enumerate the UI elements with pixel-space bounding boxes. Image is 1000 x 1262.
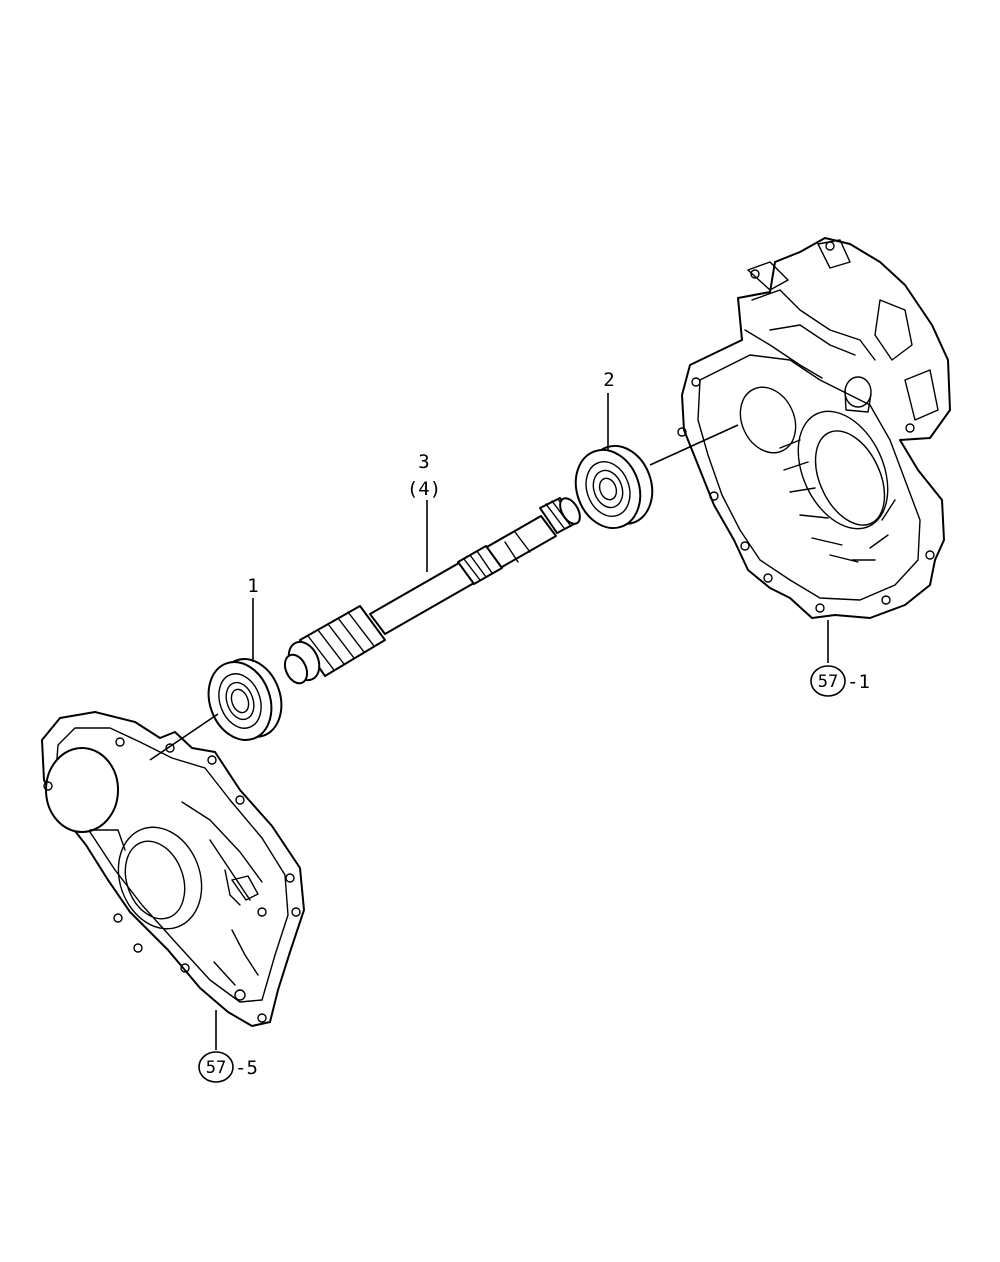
bearing-1 [207, 658, 283, 741]
transmission-cover-lower [41, 711, 305, 1027]
callout-1: 1 [247, 575, 258, 597]
transmission-case-upper [677, 237, 951, 619]
assembly-axis-lines [149, 424, 739, 761]
leader-lines [215, 393, 829, 1050]
bearing-2 [574, 444, 654, 530]
shaft-3 [283, 497, 581, 685]
reference-circle-number: 57 [206, 1058, 226, 1078]
reference-lower-cover: 57 -5 [198, 1051, 258, 1083]
reference-circle-number: 57 [818, 672, 838, 692]
callout-3: 3 [418, 451, 429, 473]
callout-2: 2 [603, 369, 614, 391]
reference-suffix: -1 [847, 671, 870, 693]
reference-suffix: -5 [235, 1057, 258, 1079]
reference-circle [810, 665, 846, 697]
reference-circle [198, 1051, 234, 1083]
reference-upper-case: 57 -1 [810, 665, 870, 697]
callout-4: (4) [407, 478, 441, 500]
